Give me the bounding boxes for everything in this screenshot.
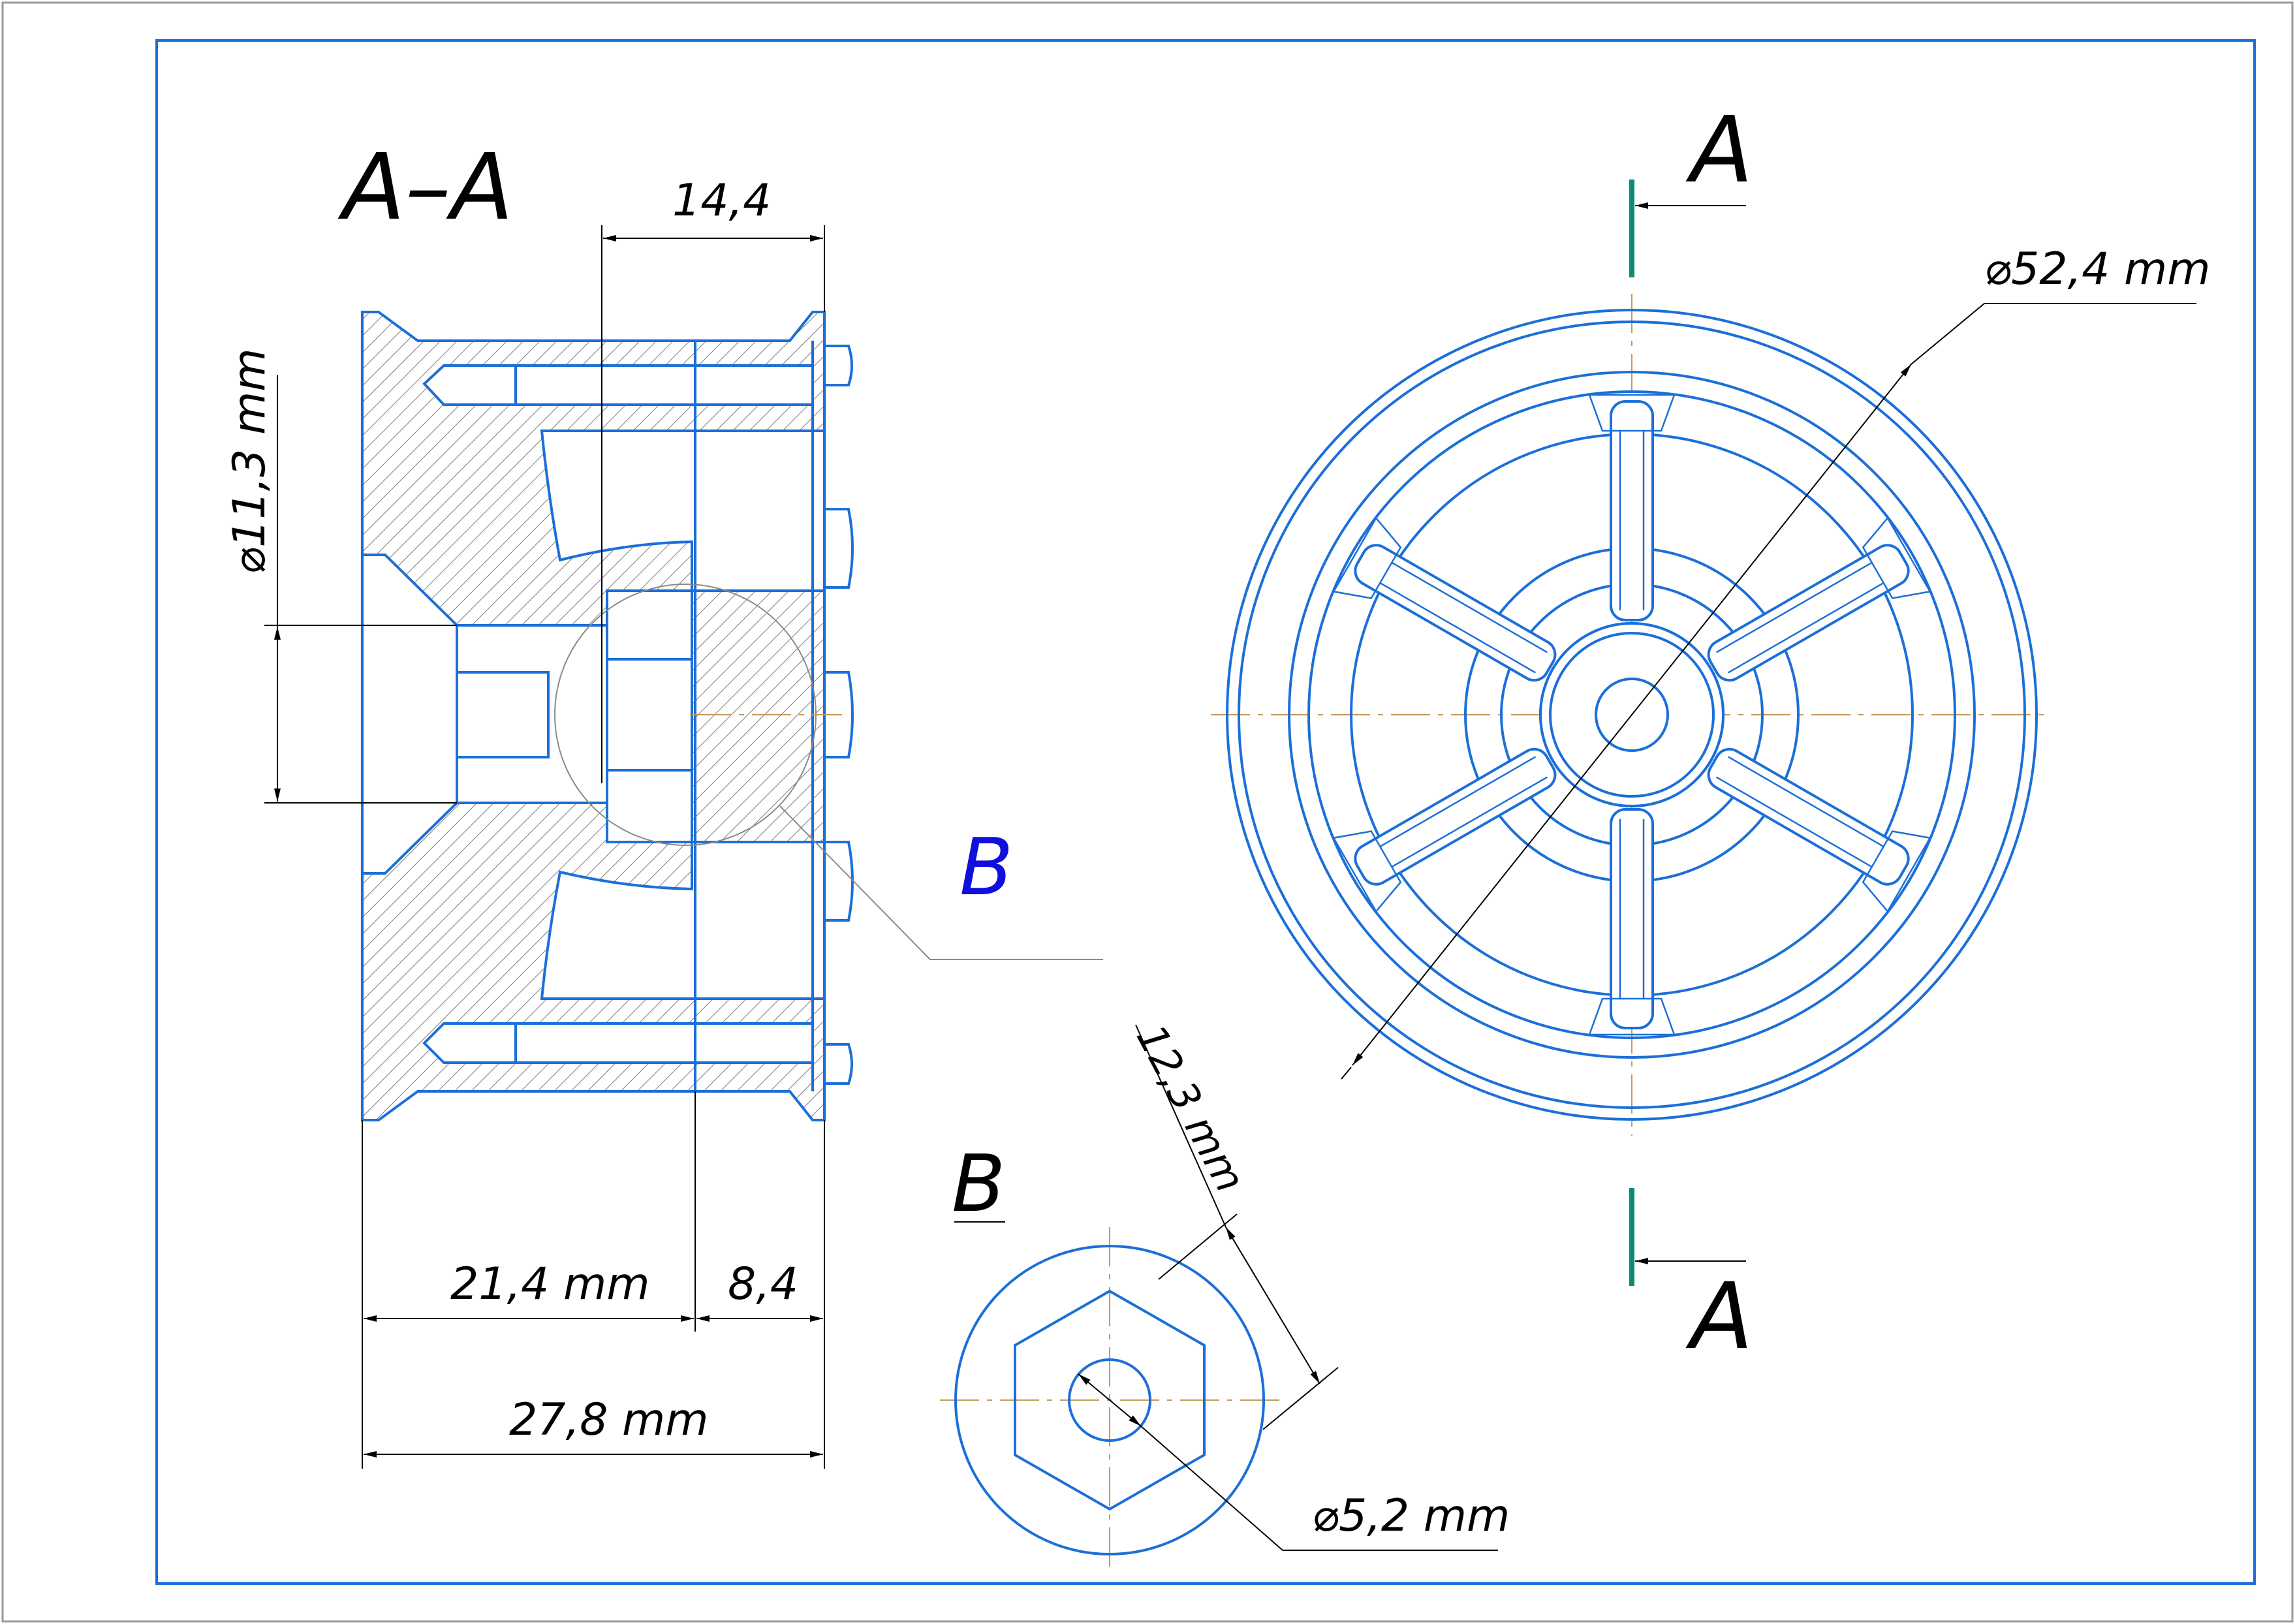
dim-across-flats-label: 12,3 mm bbox=[1127, 1017, 1255, 1200]
dim-hub-diameter-label: ⌀11,3 mm bbox=[224, 349, 275, 574]
cut-label-bottom: A bbox=[1685, 1264, 1753, 1370]
hex-pocket bbox=[606, 589, 693, 843]
dim-body-label: 21,4 mm bbox=[450, 1258, 650, 1310]
dim-outer-diameter-label: ⌀52,4 mm bbox=[1984, 243, 2210, 295]
spoke bbox=[1332, 516, 1557, 682]
section-title: A–A bbox=[337, 134, 514, 241]
outer-rim-circle bbox=[1226, 309, 2038, 1121]
dim-line-bore bbox=[1078, 1373, 1142, 1427]
bore-inner bbox=[456, 671, 550, 758]
spoke bbox=[1707, 516, 1931, 682]
detail-view: B 12,3 mm ⌀5,2 mm bbox=[940, 1017, 1510, 1570]
spoke bbox=[1332, 747, 1557, 913]
dim-overall-label: 27,8 mm bbox=[509, 1394, 709, 1446]
spoke bbox=[1707, 747, 1931, 913]
upper-cavity bbox=[540, 429, 826, 592]
extension-line bbox=[1262, 1367, 1339, 1430]
cut-label-top: A bbox=[1685, 97, 1753, 204]
screw-hole-top bbox=[422, 364, 814, 406]
detail-outer-circle bbox=[954, 1245, 1265, 1555]
diameter-leader bbox=[1352, 364, 1912, 1066]
drawing-frame bbox=[155, 39, 2256, 1585]
dim-rim-label: 8,4 bbox=[728, 1258, 798, 1310]
detail-bore-circle bbox=[1068, 1358, 1151, 1442]
section-view: A–A B 14,4 ⌀11,3 mm 21,4 mm 8,4 27,8 mm bbox=[224, 134, 1103, 1469]
detail-callout-label: B bbox=[960, 822, 1013, 913]
outer-rim-inner-circle bbox=[1238, 320, 2026, 1109]
front-view: ⌀52,4 mm A A bbox=[1211, 97, 2210, 1370]
dim-top-label: 14,4 bbox=[672, 175, 771, 226]
screw-hole-bottom bbox=[422, 1022, 814, 1064]
detail-leader bbox=[779, 805, 1103, 960]
diameter-leader-ext bbox=[1911, 303, 1985, 365]
dim-line-across-flats bbox=[1225, 1226, 1320, 1384]
bore-leader bbox=[1140, 1426, 1283, 1551]
dim-bore-label: ⌀5,2 mm bbox=[1312, 1490, 1510, 1542]
detail-hexagon bbox=[1014, 1289, 1206, 1511]
rim-teeth bbox=[824, 345, 854, 1085]
lower-cavity bbox=[540, 841, 826, 1000]
dim-line-across-flats-ext bbox=[1135, 1024, 1226, 1228]
extension-line bbox=[1158, 1213, 1238, 1280]
diameter-leader-tail bbox=[1341, 1067, 1352, 1080]
detail-title: B bbox=[952, 1139, 1005, 1230]
